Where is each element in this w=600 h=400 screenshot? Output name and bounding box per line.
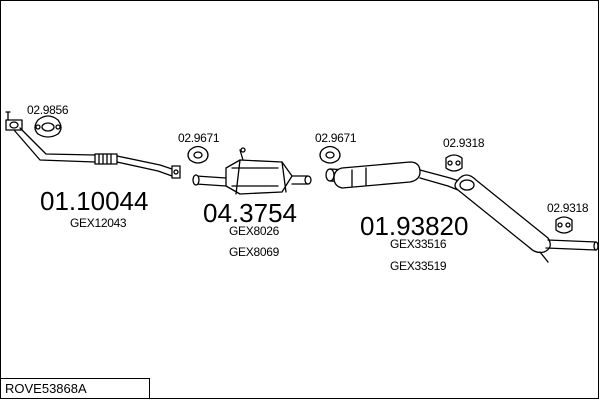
- reference-box: ROVE53868A: [0, 378, 150, 399]
- main-part-number: 04.3754: [203, 198, 297, 228]
- catalytic-converter: [187, 145, 312, 195]
- part-code: GEX33519: [390, 259, 447, 273]
- hanger-02-9318-a: [445, 154, 463, 172]
- hanger-02-9318-b: [555, 216, 573, 234]
- part-code: GEX12043: [70, 216, 127, 230]
- accessory-label: 02.9671: [178, 131, 220, 145]
- gasket-02-9671: [319, 145, 341, 164]
- middle-silencer-pipe: [325, 161, 599, 263]
- gasket-02-9856: [34, 115, 62, 138]
- reference-code: ROVE53868A: [5, 381, 87, 396]
- part-code: GEX8026: [229, 224, 279, 238]
- main-part-number: 01.10044: [40, 186, 149, 216]
- part-code: GEX33516: [390, 237, 447, 251]
- accessory-label: 02.9318: [547, 201, 589, 215]
- accessory-label: 02.9318: [443, 136, 485, 150]
- accessory-label: 02.9671: [315, 131, 357, 145]
- front-pipe: [5, 111, 181, 179]
- accessory-label: 02.9856: [27, 103, 69, 117]
- main-part-number: 01.93820: [360, 211, 469, 241]
- part-code: GEX8069: [229, 245, 279, 259]
